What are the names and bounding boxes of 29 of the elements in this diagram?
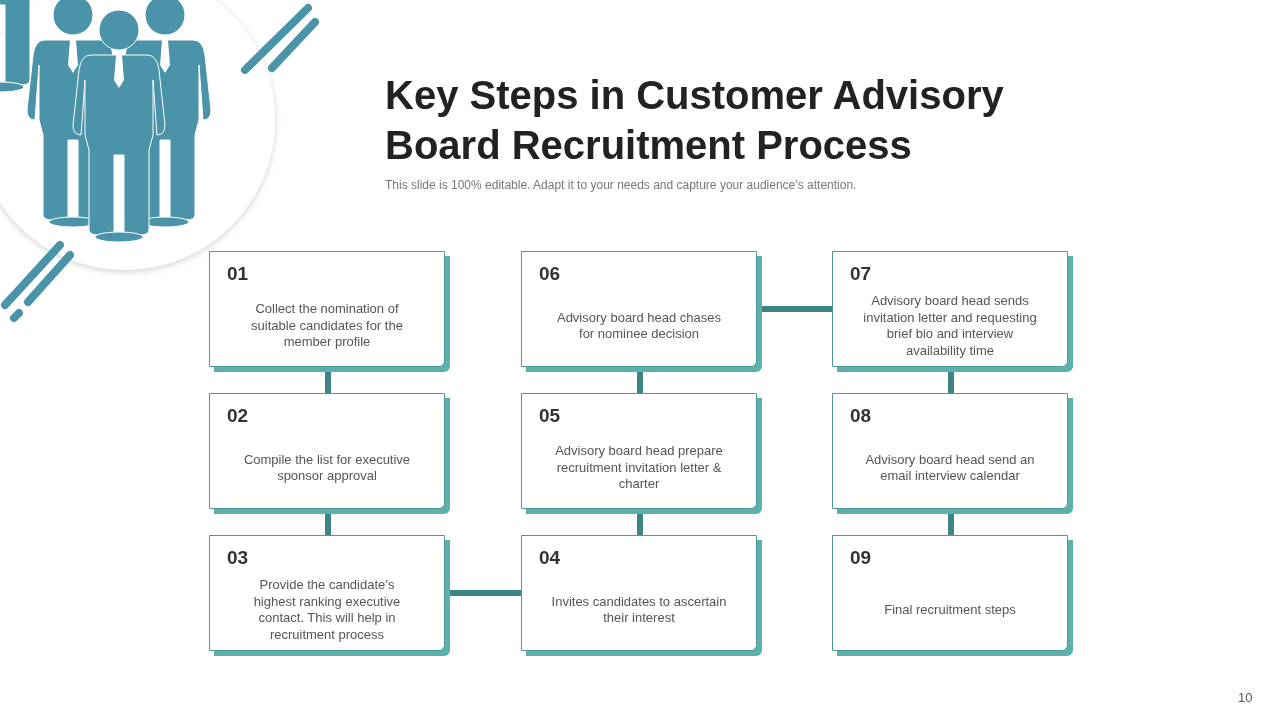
step-number: 08 [850, 405, 872, 427]
step-description: Collect the nomination of suitable candidates for the member profile [250, 301, 404, 351]
connector-line [325, 514, 331, 535]
subtitle: This slide is 100% editable. Adapt it to your needs and capture your audience’s attention. [385, 178, 857, 192]
title: Key Steps in Customer Advisory Board Recruitment Process [385, 72, 1005, 169]
step-number: 04 [539, 547, 561, 569]
step-number: 02 [227, 405, 249, 427]
connector-line [450, 590, 521, 596]
connector-line [637, 514, 643, 535]
connector-line [762, 306, 832, 312]
step-number: 01 [227, 263, 249, 285]
step-description: Advisory board head chases for nominee decision [555, 309, 722, 343]
connector-line [948, 372, 954, 393]
connector-line [948, 514, 954, 535]
connector-line [637, 372, 643, 393]
connector-line [325, 372, 331, 393]
page-number: 10 [1238, 690, 1253, 705]
step-description: Advisory board head prepare recruitment invitation letter & charter [554, 443, 724, 493]
step-number: 05 [539, 405, 561, 427]
step-number: 03 [227, 547, 249, 569]
step-description: Advisory board head sends invitation letter and requesting brief bio and interview availability time [862, 293, 1038, 359]
step-number: 07 [850, 263, 872, 285]
step-description: Compile the list for executive sponsor approval [242, 451, 412, 485]
step-description: Advisory board head send an email interview calendar [864, 451, 1036, 485]
step-description: Provide the candidate’s highest ranking executive contact. This will help in recruitment process [252, 577, 402, 643]
step-description: Final recruitment steps [884, 601, 1016, 619]
step-description: Invites candidates to ascertain their interest [550, 593, 728, 627]
step-number: 09 [850, 547, 872, 569]
step-number: 06 [539, 263, 561, 285]
